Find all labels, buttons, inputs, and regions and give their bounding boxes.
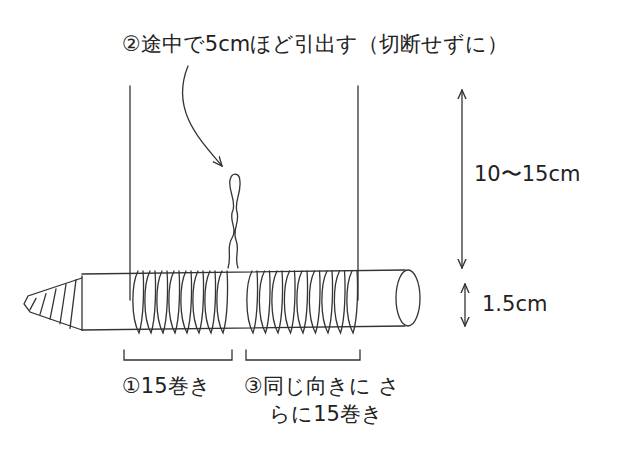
coil-turn bbox=[259, 271, 270, 333]
coil-turn bbox=[272, 271, 283, 333]
coil-turn bbox=[247, 271, 258, 333]
dimension-label: 1.5cm bbox=[482, 290, 547, 318]
coil-turn bbox=[322, 271, 333, 333]
dimension-arrow bbox=[461, 90, 462, 268]
coil-turn bbox=[217, 271, 228, 333]
coil-turn bbox=[347, 271, 358, 333]
coil-turn bbox=[169, 271, 180, 333]
pencil-tip bbox=[24, 278, 82, 330]
bracket bbox=[124, 350, 232, 360]
coil-turn bbox=[309, 271, 320, 333]
dimension-arrow bbox=[464, 284, 465, 326]
coil-turn bbox=[297, 271, 308, 333]
coil-turn bbox=[205, 271, 216, 333]
coil-turn bbox=[145, 271, 156, 333]
hatch-stroke bbox=[70, 280, 76, 329]
coil-turn bbox=[133, 271, 144, 333]
coil-turn bbox=[157, 271, 168, 333]
leader-arrow bbox=[182, 66, 222, 166]
rod-end bbox=[396, 270, 420, 326]
note-label: ②途中で5cmほど引出す（切断せずに） bbox=[122, 30, 508, 58]
note-label: ③同じ向きに さらに15巻き bbox=[244, 372, 414, 429]
coil-turn bbox=[181, 271, 192, 333]
hatch-stroke bbox=[60, 284, 66, 323]
coil-turn bbox=[334, 271, 345, 333]
dimension-label: 10〜15cm bbox=[474, 160, 580, 188]
hatch-stroke bbox=[40, 294, 46, 315]
rod-outline bbox=[82, 326, 405, 330]
bracket bbox=[246, 350, 360, 360]
coil-turn bbox=[193, 271, 204, 333]
pulled-loop bbox=[228, 174, 240, 268]
tip-hatching bbox=[30, 280, 76, 329]
wire-lead bbox=[357, 86, 358, 300]
coil-turn bbox=[284, 271, 295, 333]
hatch-stroke bbox=[30, 298, 36, 309]
coil-windings bbox=[133, 271, 358, 333]
wire-lead bbox=[129, 86, 130, 300]
hatch-stroke bbox=[50, 289, 56, 319]
pencil-tip bbox=[81, 276, 82, 330]
note-label: ①15巻き bbox=[122, 372, 211, 400]
